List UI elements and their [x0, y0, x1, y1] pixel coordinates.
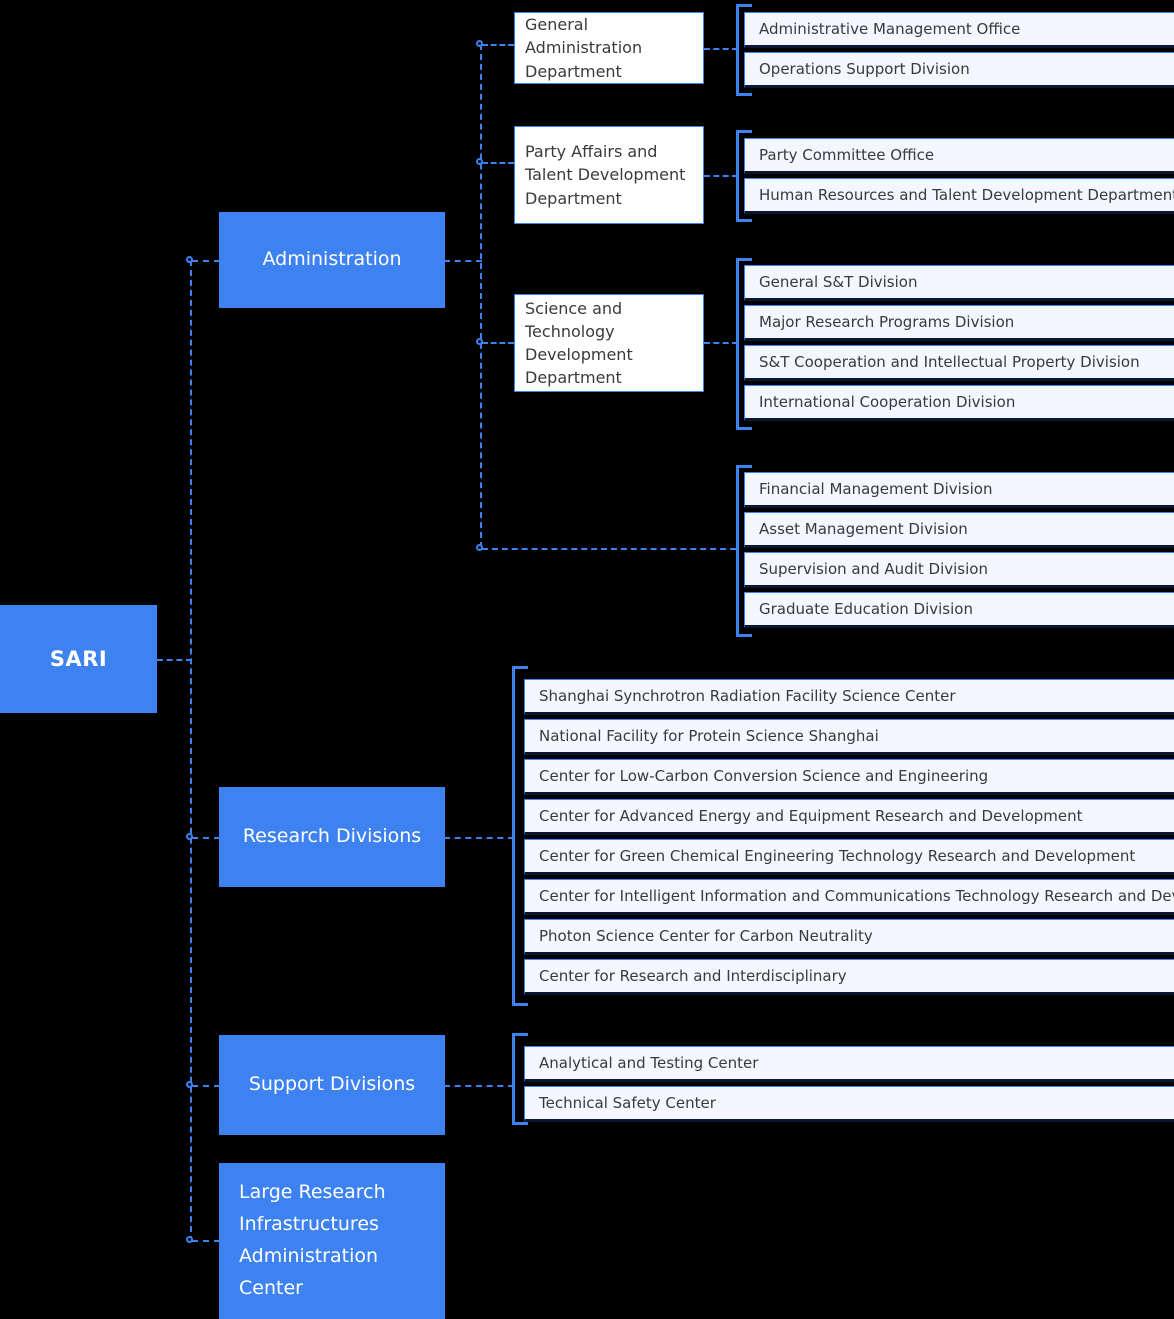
leaf-major-research-programs-division[interactable]: Major Research Programs Division: [744, 305, 1174, 341]
node-sari[interactable]: SARI: [0, 605, 157, 713]
connector-root-to-support-divisions: [192, 1085, 220, 1087]
branch-dot-party-affairs: [476, 158, 483, 165]
connector-to-party-affairs: [482, 162, 514, 164]
leaf-label: S&T Cooperation and Intellectual Propert…: [759, 353, 1140, 371]
leaf-label: Graduate Education Division: [759, 600, 973, 618]
leaf-national-facility-for-protein-science-shanghai[interactable]: National Facility for Protein Science Sh…: [524, 719, 1174, 755]
leaf-label: Supervision and Audit Division: [759, 560, 988, 578]
leaf-label: Analytical and Testing Center: [539, 1054, 759, 1072]
branch-dot-administration: [186, 256, 193, 263]
bracket-science-technology: [736, 258, 752, 430]
bracket-party-affairs: [736, 130, 752, 222]
node-general-administration-department-label: General Administration Department: [525, 15, 643, 81]
connector-to-finance-group: [482, 548, 736, 550]
leaf-label: Major Research Programs Division: [759, 313, 1015, 331]
leaf-label: Center for Research and Interdisciplinar…: [539, 967, 847, 985]
node-large-research-infrastructures[interactable]: Large Research Infrastructures Administr…: [219, 1163, 445, 1319]
node-research-divisions[interactable]: Research Divisions: [219, 787, 445, 887]
node-general-administration-department[interactable]: General Administration Department: [514, 12, 704, 84]
leaf-label: Center for Intelligent Information and C…: [539, 887, 1174, 905]
node-large-research-infrastructures-label: Large Research Infrastructures Administr…: [239, 1181, 386, 1299]
branch-dot-science-technology: [476, 338, 483, 345]
administration-sub-trunk-line: [480, 44, 482, 548]
node-sari-label: SARI: [49, 647, 108, 671]
leaf-label: Financial Management Division: [759, 480, 993, 498]
leaf-center-for-research-and-interdisciplinary[interactable]: Center for Research and Interdisciplinar…: [524, 959, 1174, 995]
bracket-research-divisions: [512, 666, 528, 1006]
leaf-international-cooperation-division[interactable]: International Cooperation Division: [744, 385, 1174, 421]
leaf-party-committee-office[interactable]: Party Committee Office: [744, 138, 1174, 174]
bracket-support-divisions: [512, 1033, 528, 1125]
connector-science-technology-to-group: [704, 342, 738, 344]
leaf-label: Party Committee Office: [759, 146, 935, 164]
leaf-analytical-and-testing-center[interactable]: Analytical and Testing Center: [524, 1046, 1174, 1082]
connector-administration-to-trunk: [444, 260, 482, 262]
leaf-label: International Cooperation Division: [759, 393, 1016, 411]
connector-root-to-large-research-infrastructures: [192, 1240, 220, 1242]
bracket-finance-group: [736, 465, 752, 637]
leaf-label: Center for Low-Carbon Conversion Science…: [539, 767, 989, 785]
leaf-st-cooperation-and-intellectual-property-division[interactable]: S&T Cooperation and Intellectual Propert…: [744, 345, 1174, 381]
connector-support-divisions-to-group: [444, 1085, 514, 1087]
leaf-center-for-intelligent-information-and-communications-technology-research-and-development[interactable]: Center for Intelligent Information and C…: [524, 879, 1174, 915]
leaf-label: General S&T Division: [759, 273, 918, 291]
leaf-label: Shanghai Synchrotron Radiation Facility …: [539, 687, 956, 705]
branch-dot-general-administration: [476, 40, 483, 47]
leaf-center-for-green-chemical-engineering-technology-research-and-development[interactable]: Center for Green Chemical Engineering Te…: [524, 839, 1174, 875]
branch-dot-finance-group: [476, 544, 483, 551]
node-administration-label: Administration: [262, 248, 402, 271]
leaf-general-st-division[interactable]: General S&T Division: [744, 265, 1174, 301]
leaf-graduate-education-division[interactable]: Graduate Education Division: [744, 592, 1174, 628]
leaf-shanghai-synchrotron-radiation-facility-science-center[interactable]: Shanghai Synchrotron Radiation Facility …: [524, 679, 1174, 715]
root-stub-line: [157, 659, 192, 661]
leaf-label: Center for Advanced Energy and Equipment…: [539, 807, 1083, 825]
leaf-human-resources-and-talent-development-department[interactable]: Human Resources and Talent Development D…: [744, 178, 1174, 214]
leaf-administrative-management-office[interactable]: Administrative Management Office: [744, 12, 1174, 48]
leaf-operations-support-division[interactable]: Operations Support Division: [744, 52, 1174, 88]
node-party-affairs-department-label: Party Affairs and Talent Development Dep…: [525, 142, 686, 208]
node-science-technology-department-label: Science and Technology Development Depar…: [525, 298, 633, 388]
node-science-technology-department[interactable]: Science and Technology Development Depar…: [514, 294, 704, 392]
leaf-center-for-low-carbon-conversion-science-and-engineering[interactable]: Center for Low-Carbon Conversion Science…: [524, 759, 1174, 795]
bracket-general-administration: [736, 4, 752, 96]
connector-to-science-technology: [482, 342, 514, 344]
node-support-divisions[interactable]: Support Divisions: [219, 1035, 445, 1135]
node-administration[interactable]: Administration: [219, 212, 445, 308]
leaf-label: Operations Support Division: [759, 60, 970, 78]
node-support-divisions-label: Support Divisions: [248, 1073, 416, 1096]
branch-dot-large-research-infrastructures: [186, 1236, 193, 1243]
connector-research-divisions-to-group: [444, 837, 514, 839]
node-research-divisions-label: Research Divisions: [242, 825, 422, 848]
connector-to-general-administration: [482, 44, 514, 46]
leaf-label: Asset Management Division: [759, 520, 968, 538]
node-party-affairs-department[interactable]: Party Affairs and Talent Development Dep…: [514, 126, 704, 224]
leaf-technical-safety-center[interactable]: Technical Safety Center: [524, 1086, 1174, 1122]
connector-general-administration-to-group: [704, 48, 738, 50]
leaf-photon-science-center-for-carbon-neutrality[interactable]: Photon Science Center for Carbon Neutral…: [524, 919, 1174, 955]
leaf-asset-management-division[interactable]: Asset Management Division: [744, 512, 1174, 548]
connector-root-to-research-divisions: [192, 837, 220, 839]
connector-root-to-administration: [192, 260, 220, 262]
root-trunk-line: [190, 260, 192, 1242]
leaf-financial-management-division[interactable]: Financial Management Division: [744, 472, 1174, 508]
branch-dot-research-divisions: [186, 833, 193, 840]
leaf-label: Photon Science Center for Carbon Neutral…: [539, 927, 873, 945]
branch-dot-support-divisions: [186, 1081, 193, 1088]
leaf-label: Center for Green Chemical Engineering Te…: [539, 847, 1136, 865]
leaf-label: Technical Safety Center: [539, 1094, 716, 1112]
connector-party-affairs-to-group: [704, 175, 738, 177]
leaf-center-for-advanced-energy-and-equipment-research-and-development[interactable]: Center for Advanced Energy and Equipment…: [524, 799, 1174, 835]
leaf-supervision-and-audit-division[interactable]: Supervision and Audit Division: [744, 552, 1174, 588]
leaf-label: Administrative Management Office: [759, 20, 1021, 38]
leaf-label: National Facility for Protein Science Sh…: [539, 727, 879, 745]
leaf-label: Human Resources and Talent Development D…: [759, 186, 1174, 204]
